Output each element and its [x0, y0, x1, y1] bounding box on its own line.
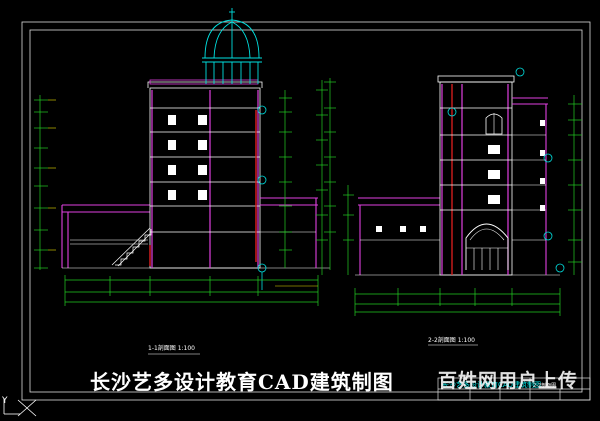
- title-block-text: 长沙艺多设计教育CAD建筑制图: [442, 380, 541, 389]
- dome: [202, 8, 262, 84]
- ucs-axis-label: Y: [2, 396, 8, 406]
- ucs-axis-icon: [3, 398, 37, 417]
- drawing-frame: [21, 21, 591, 401]
- section-1-label: 1-1剖面图 1:100: [148, 344, 195, 352]
- watermark: 百姓网用户上传: [437, 370, 578, 392]
- drawing-banner-title: 长沙艺多设计教育CAD建筑制图: [90, 370, 394, 394]
- section-2-label: 2-2剖面图 1:100: [428, 336, 475, 344]
- title-block: [437, 377, 591, 401]
- title-block-sheet: 2-2剖面图: [533, 382, 556, 389]
- stair: [111, 227, 152, 267]
- section-2-2-elevation: [316, 67, 582, 346]
- section-1-1-elevation: [34, 8, 336, 355]
- left-level-ladder: [34, 95, 48, 270]
- tower-2: [437, 75, 515, 276]
